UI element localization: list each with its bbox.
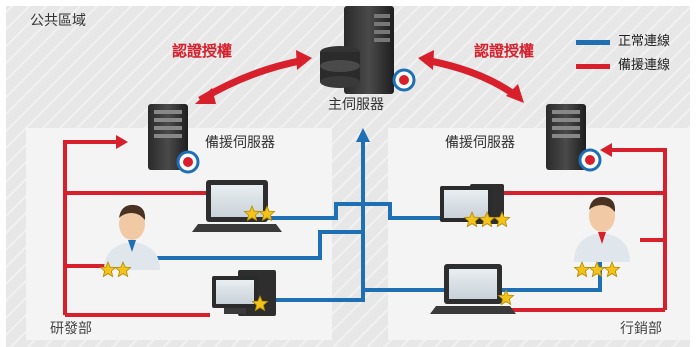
legend-backup-label: 備援連線 [618,58,671,73]
rd-laptop-stars [243,204,276,222]
right-backup-arrow [600,143,612,157]
auth-label-left: 認證授權 [172,42,233,60]
up-arrow-main [356,128,370,142]
backup-server-left-label: 備援伺服器 [205,135,275,151]
legend-normal-label: 正常連線 [618,34,671,49]
backup-server-right-icon [546,104,602,172]
star-icon [573,260,591,278]
marketing-laptop-stars [497,288,515,306]
marketing-dept-panel [388,128,690,340]
backup-server-right-label: 備援伺服器 [445,135,515,151]
star-icon [251,294,269,312]
auth-label-right: 認證授權 [474,42,535,60]
main-server-icon [320,6,416,94]
rd-user-stars [99,260,132,278]
marketing-user-avatar [574,196,630,262]
legend-backup-swatch [576,64,610,69]
star-icon [114,260,132,278]
rd-desktop-icon [212,270,276,316]
star-icon [258,204,276,222]
legend-normal-swatch [576,40,610,45]
backup-server-left-icon [148,104,200,174]
star-icon [243,204,261,222]
marketing-desktop-stars [463,210,511,228]
marketing-user-stars [573,260,621,278]
main-server-label: 主伺服器 [328,97,384,113]
normal-connections [150,142,602,302]
star-icon [603,260,621,278]
public-zone-label: 公共區域 [30,13,86,29]
marketing-desktop-icon [440,184,504,224]
dept-label-marketing: 行銷部 [620,321,662,337]
left-backup-arrow [116,135,128,149]
backup-connections-left [63,140,210,317]
star-icon [463,210,481,228]
auth-arrow-right [424,56,518,98]
star-icon [588,260,606,278]
star-icon [99,260,117,278]
marketing-laptop-icon [430,264,516,314]
dept-label-rd: 研發部 [50,321,92,337]
star-icon [493,210,511,228]
rd-desktop-stars [251,294,269,312]
star-icon [478,210,496,228]
rd-user-avatar [104,204,160,270]
star-icon [497,288,515,306]
backup-connections-right [500,148,667,312]
